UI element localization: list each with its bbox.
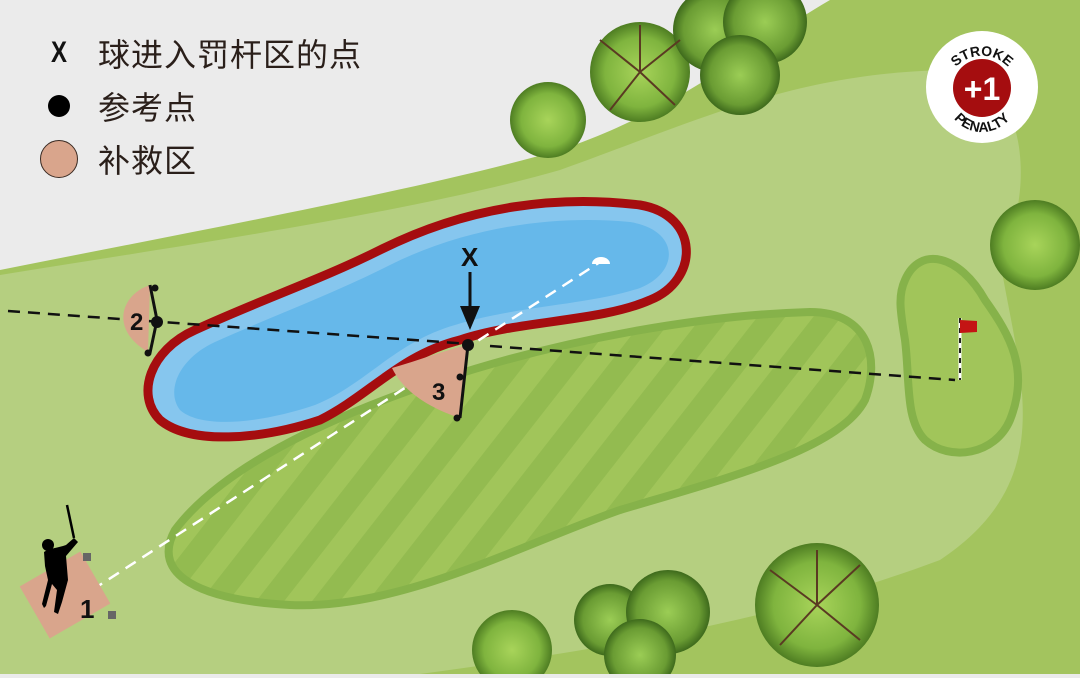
penalty-area-water: [143, 196, 691, 442]
x-mark-icon: X: [50, 35, 67, 69]
relief-zone-1-number: 1: [80, 594, 94, 624]
reference-line: [7, 309, 956, 382]
relief-zone-3-number: 3: [432, 379, 445, 406]
legend-item-reference-point: 参考点: [36, 79, 362, 132]
ball-icon: [592, 257, 610, 264]
golfer-icon: [42, 504, 78, 614]
legend-label: 补救区: [98, 141, 198, 180]
legend-label: 参考点: [98, 88, 198, 127]
flag-icon: [958, 318, 977, 380]
trees: [472, 0, 1080, 678]
entry-point-marker: X: [461, 242, 479, 272]
relief-zone-2-number: 2: [130, 309, 143, 336]
legend-item-relief-area: 补救区: [36, 132, 362, 185]
stroke-penalty-badge: STROKE PENALTY +1: [926, 31, 1038, 143]
dot-icon: [48, 94, 70, 117]
relief-zone-swatch-icon: [40, 139, 78, 178]
relief-zone-1: [19, 504, 116, 639]
badge-value: +1: [964, 71, 1000, 107]
relief-zone-2: [123, 284, 163, 357]
relief-zone-3: [392, 339, 474, 422]
legend: X 球进入罚杆区的点 参考点 补救区: [36, 26, 362, 185]
ball-flight-line: [91, 260, 601, 592]
entry-point-arrow: [460, 272, 480, 330]
legend-label: 球进入罚杆区的点: [98, 35, 363, 74]
legend-item-entry-point: X 球进入罚杆区的点: [36, 26, 362, 79]
